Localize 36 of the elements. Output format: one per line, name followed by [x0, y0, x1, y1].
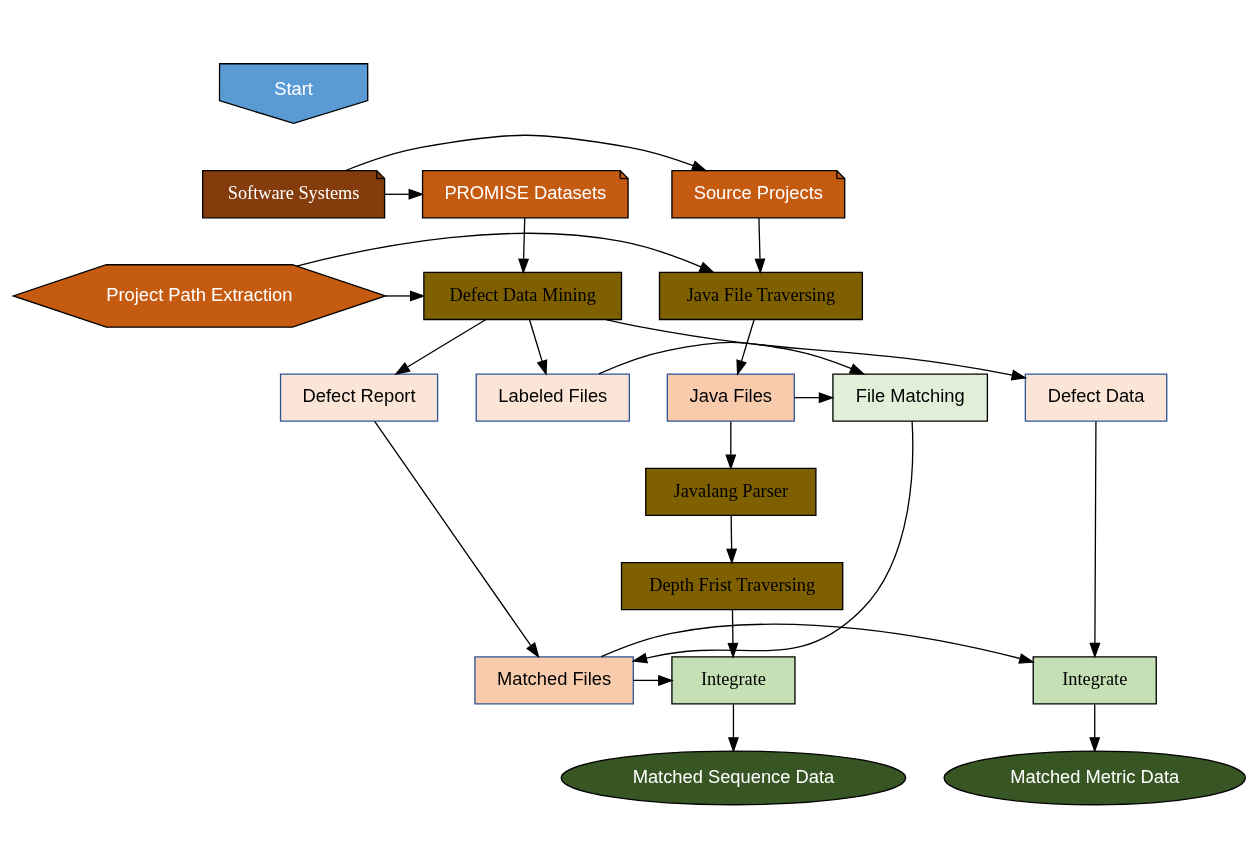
- node-ellipse: Matched Metric Data: [943, 750, 1246, 806]
- arrow: [296, 232, 716, 273]
- node-box: Java File Traversing: [658, 271, 864, 321]
- node-box: Integrate: [1032, 656, 1157, 705]
- arrow: [725, 420, 737, 471]
- node-box: Defect Report: [279, 373, 439, 422]
- node-box: Labeled Files: [475, 373, 631, 422]
- arrow: [632, 674, 674, 686]
- arrow: [374, 420, 540, 659]
- arrow: [793, 392, 835, 404]
- node-box: Defect Data Mining: [423, 271, 623, 321]
- arrow: [518, 217, 530, 275]
- arrow: [385, 290, 426, 302]
- arrow: [598, 341, 866, 375]
- arrow: [600, 623, 1035, 664]
- node-box: Javalang Parser: [645, 467, 817, 517]
- arrow: [384, 188, 425, 200]
- arrow: [727, 609, 739, 659]
- arrow: [528, 319, 548, 376]
- arrow: [727, 703, 739, 753]
- arrow: [736, 319, 755, 376]
- node-box: File Matching: [832, 373, 989, 422]
- arrow: [1089, 703, 1101, 753]
- node-box: Depth Frist Traversing: [620, 561, 844, 611]
- node-ellipse: Matched Sequence Data: [560, 750, 907, 806]
- arrow: [754, 217, 766, 275]
- arrow: [1089, 420, 1101, 659]
- node-box: Integrate: [671, 656, 796, 705]
- node-box: Matched Files: [474, 656, 634, 705]
- node-box: Java Files: [666, 373, 795, 422]
- arrow: [631, 420, 914, 664]
- arrow: [345, 134, 708, 172]
- node-box: Defect Data: [1024, 373, 1168, 422]
- arrow: [726, 515, 738, 565]
- arrow: [605, 318, 1028, 381]
- arrow: [394, 319, 487, 375]
